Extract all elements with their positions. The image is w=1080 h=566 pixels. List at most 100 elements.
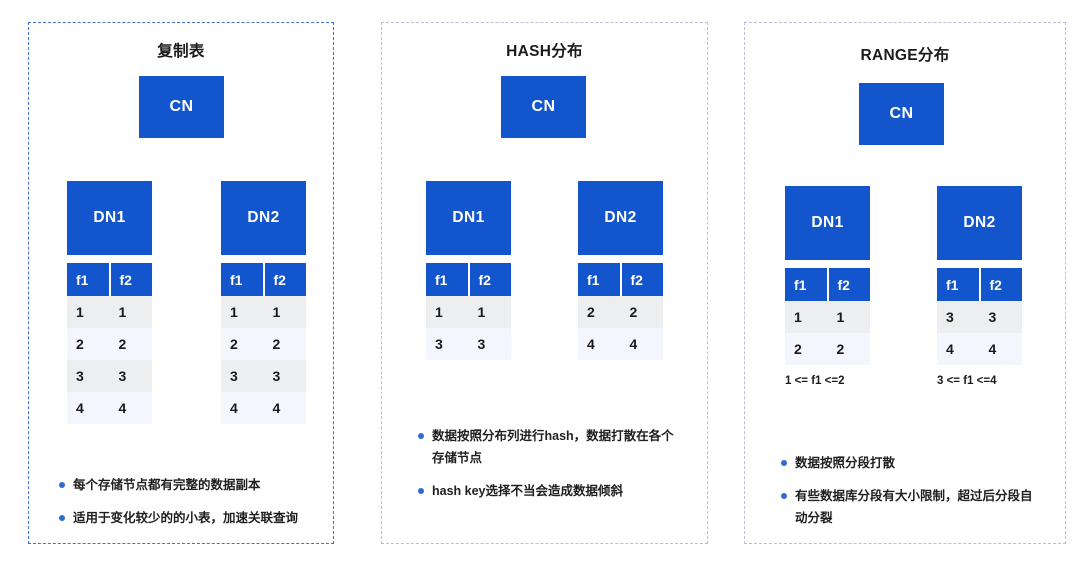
dn-node-box: DN1 <box>67 181 152 255</box>
cn-node-box: CN <box>859 83 944 145</box>
table-cell: 2 <box>578 296 621 328</box>
data-table: f1 f2 1 1 2 2 3 3 4 4 <box>67 263 152 424</box>
table-header-cell: f1 <box>67 263 109 296</box>
table-cell: 4 <box>937 333 980 365</box>
data-table: f1 f2 2 2 4 4 <box>578 263 663 360</box>
list-item: 有些数据库分段有大小限制，超过后分段自动分裂 <box>781 486 1035 530</box>
table-header-cell: f1 <box>937 268 979 301</box>
table-cell: 4 <box>578 328 621 360</box>
table-cell: 3 <box>109 360 152 392</box>
table-cell: 2 <box>620 296 663 328</box>
table-cell: 2 <box>221 328 264 360</box>
bullet-text: hash key选择不当会造成数据倾斜 <box>432 483 624 498</box>
panel-bullet-list: 数据按照分段打散 有些数据库分段有大小限制，超过后分段自动分裂 <box>781 453 1035 541</box>
table-row: 4 4 <box>67 392 152 424</box>
bullet-dot-icon <box>781 492 787 499</box>
table-cell: 1 <box>468 296 511 328</box>
dn-column-2: DN2 f1 f2 2 2 4 4 <box>578 181 663 360</box>
table-cell: 4 <box>979 333 1022 365</box>
table-cell: 1 <box>827 301 870 333</box>
table-cell: 1 <box>785 301 828 333</box>
table-cell: 3 <box>263 360 306 392</box>
bullet-text: 每个存储节点都有完整的数据副本 <box>73 478 261 492</box>
table-cell: 3 <box>221 360 264 392</box>
table-row: 3 3 <box>426 328 511 360</box>
table-row: 3 3 <box>937 301 1022 333</box>
panel-replicated-table: 复制表 CN DN1 f1 f2 1 1 2 2 3 3 <box>28 22 334 544</box>
range-condition-label: 3 <= f1 <=4 <box>937 375 997 387</box>
bullet-text: 适用于变化较少的的小表，加速关联查询 <box>73 510 299 525</box>
table-row: 2 2 <box>67 328 152 360</box>
bullet-dot-icon <box>59 482 65 488</box>
table-header-row: f1 f2 <box>785 268 870 301</box>
table-cell: 3 <box>426 328 469 360</box>
dn-column-2: DN2 f1 f2 3 3 4 4 3 <= f1 <=4 <box>937 186 1022 387</box>
panel-bullet-list: 数据按照分布列进行hash，数据打散在各个存储节点 hash key选择不当会造… <box>418 426 676 514</box>
data-table: f1 f2 1 1 2 2 <box>785 268 870 365</box>
cn-node-box: CN <box>139 76 224 138</box>
table-header-row: f1 f2 <box>937 268 1022 301</box>
table-row: 4 4 <box>937 333 1022 365</box>
table-header-cell: f2 <box>621 263 663 296</box>
panel-title: RANGE分布 <box>860 47 950 64</box>
table-cell: 2 <box>785 333 828 365</box>
table-row: 2 2 <box>578 296 663 328</box>
table-header-cell: f2 <box>469 263 511 296</box>
bullet-text: 数据按照分布列进行hash，数据打散在各个存储节点 <box>432 429 674 465</box>
table-header-cell: f1 <box>426 263 468 296</box>
table-row: 3 3 <box>221 360 306 392</box>
table-header-cell: f2 <box>828 268 870 301</box>
dn-node-box: DN1 <box>426 181 511 255</box>
table-cell: 1 <box>426 296 469 328</box>
table-header-cell: f2 <box>110 263 152 296</box>
panel-bullet-list: 每个存储节点都有完整的数据副本 适用于变化较少的的小表，加速关联查询 <box>59 475 327 541</box>
list-item: 每个存储节点都有完整的数据副本 <box>59 475 327 497</box>
list-item: 数据按照分段打散 <box>781 453 1035 475</box>
bullet-dot-icon <box>781 460 787 466</box>
table-cell: 4 <box>221 392 264 424</box>
table-header-row: f1 f2 <box>67 263 152 296</box>
bullet-dot-icon <box>59 514 65 521</box>
table-row: 2 2 <box>221 328 306 360</box>
list-item: 数据按照分布列进行hash，数据打散在各个存储节点 <box>418 426 676 470</box>
table-cell: 1 <box>67 296 110 328</box>
dn-column-2: DN2 f1 f2 1 1 2 2 3 3 <box>221 181 306 424</box>
table-row: 1 1 <box>785 301 870 333</box>
panel-range-distribution: RANGE分布 CN DN1 f1 f2 1 1 2 2 1 <= f1 <=2 <box>744 22 1066 544</box>
dn-column-1: DN1 f1 f2 1 1 2 2 3 3 <box>67 181 152 424</box>
dn-column-1: DN1 f1 f2 1 1 3 3 <box>426 181 511 360</box>
table-cell: 4 <box>67 392 110 424</box>
data-table: f1 f2 1 1 2 2 3 3 4 4 <box>221 263 306 424</box>
table-cell: 4 <box>109 392 152 424</box>
table-cell: 1 <box>263 296 306 328</box>
table-cell: 1 <box>109 296 152 328</box>
list-item: 适用于变化较少的的小表，加速关联查询 <box>59 508 327 530</box>
dn-node-box: DN1 <box>785 186 870 260</box>
table-header-cell: f2 <box>980 268 1022 301</box>
dn-node-box: DN2 <box>937 186 1022 260</box>
list-item: hash key选择不当会造成数据倾斜 <box>418 481 676 503</box>
table-cell: 2 <box>109 328 152 360</box>
bullet-text: 数据按照分段打散 <box>795 456 896 470</box>
data-table: f1 f2 1 1 3 3 <box>426 263 511 360</box>
table-row: 2 2 <box>785 333 870 365</box>
cn-node-box: CN <box>501 76 586 138</box>
table-header-cell: f1 <box>785 268 827 301</box>
dn-node-box: DN2 <box>578 181 663 255</box>
table-header-cell: f1 <box>578 263 620 296</box>
panel-title: HASH分布 <box>506 43 583 60</box>
table-cell: 1 <box>221 296 264 328</box>
table-header-row: f1 f2 <box>426 263 511 296</box>
table-cell: 3 <box>937 301 980 333</box>
table-row: 4 4 <box>578 328 663 360</box>
panel-title: 复制表 <box>157 43 205 60</box>
data-table: f1 f2 3 3 4 4 <box>937 268 1022 365</box>
dn-column-1: DN1 f1 f2 1 1 2 2 1 <= f1 <=2 <box>785 186 870 387</box>
table-row: 1 1 <box>221 296 306 328</box>
table-cell: 4 <box>620 328 663 360</box>
bullet-dot-icon <box>418 487 424 494</box>
table-cell: 3 <box>67 360 110 392</box>
table-cell: 2 <box>67 328 110 360</box>
table-cell: 4 <box>263 392 306 424</box>
